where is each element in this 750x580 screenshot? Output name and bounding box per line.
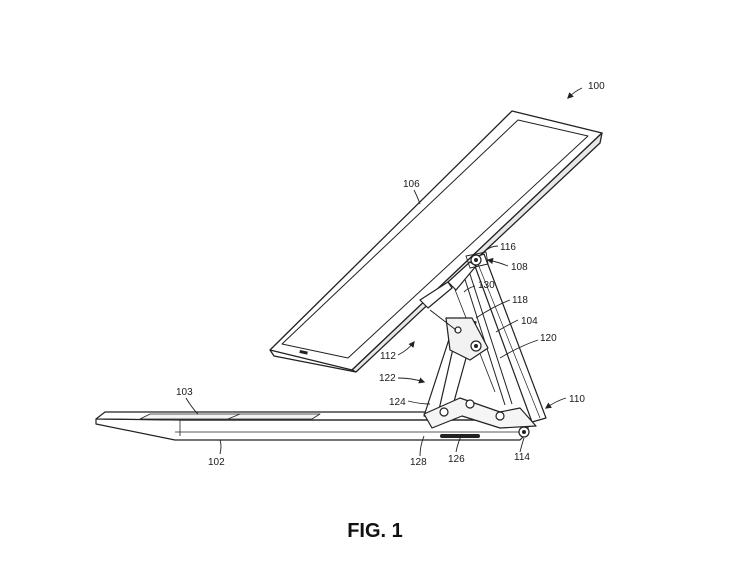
label-102: 102	[208, 457, 225, 468]
label-126: 126	[448, 454, 465, 465]
label-108: 108	[511, 262, 528, 273]
label-100: 100	[588, 81, 605, 92]
label-106: 106	[403, 179, 420, 190]
reference-numerals: 100 106 116 108 130 118 104 120 112 122 …	[176, 81, 605, 468]
keyboard-area	[139, 413, 321, 420]
display-screen	[281, 119, 589, 359]
label-103: 103	[176, 387, 193, 398]
leader-lines	[185, 87, 583, 457]
label-114: 114	[514, 452, 530, 463]
label-110: 110	[569, 394, 585, 405]
front-slot	[440, 434, 480, 438]
label-116: 116	[500, 242, 516, 253]
label-122: 122	[379, 373, 396, 384]
label-124: 124	[389, 397, 406, 408]
rear-strut	[471, 253, 547, 423]
label-104: 104	[521, 316, 538, 327]
label-112: 112	[380, 351, 396, 362]
support-linkage	[419, 251, 547, 438]
display-panel	[269, 110, 603, 373]
label-118: 118	[512, 295, 528, 306]
label-128: 128	[410, 457, 427, 468]
label-130: 130	[478, 280, 495, 291]
label-120: 120	[540, 333, 557, 344]
figure-caption: FIG. 1	[347, 520, 403, 542]
